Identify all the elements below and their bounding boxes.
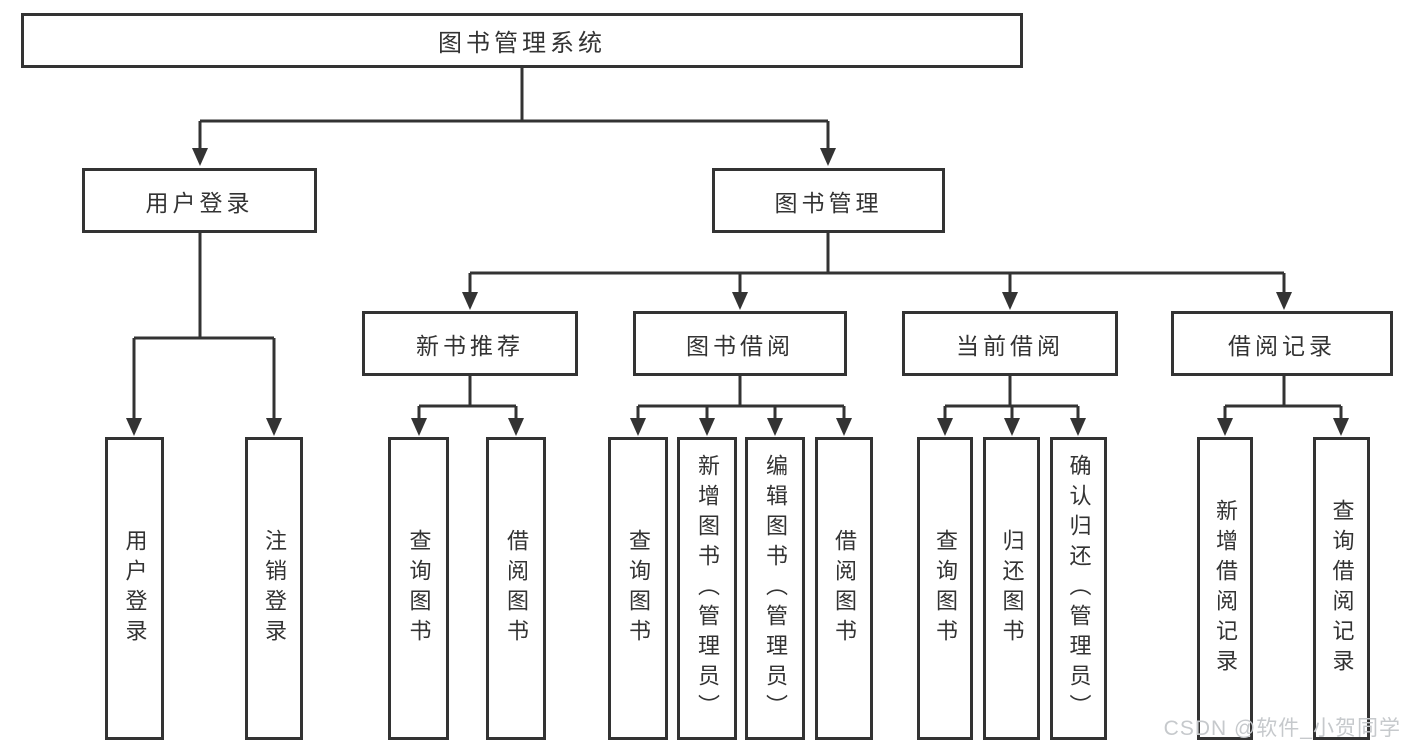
leaf-records-add-record: 新增借阅记录 (1197, 437, 1253, 740)
arrowhead (1070, 418, 1086, 436)
node-root: 图书管理系统 (21, 13, 1023, 68)
leaf-logout: 注销登录 (245, 437, 303, 740)
leaf-borrow-add-books-admin: 新增图书（管理员） (677, 437, 737, 740)
arrowheads (126, 148, 1349, 436)
leaf-current-return-books: 归还图书 (983, 437, 1040, 740)
arrowhead (820, 148, 836, 166)
arrowhead (767, 418, 783, 436)
arrowhead (937, 418, 953, 436)
arrowhead (1002, 292, 1018, 310)
arrowhead (630, 418, 646, 436)
node-user-login-group: 用户登录 (82, 168, 317, 233)
arrowhead (192, 148, 208, 166)
node-new-book-recommend: 新书推荐 (362, 311, 578, 376)
arrowhead (462, 292, 478, 310)
leaf-current-confirm-return-admin: 确认归还（管理员） (1050, 437, 1107, 740)
arrowhead (836, 418, 852, 436)
leaf-user-login: 用户登录 (105, 437, 164, 740)
leaf-newbook-borrow-books: 借阅图书 (486, 437, 546, 740)
arrowhead (1276, 292, 1292, 310)
node-book-borrowing: 图书借阅 (633, 311, 847, 376)
leaf-borrow-edit-books-admin: 编辑图书（管理员） (745, 437, 805, 740)
node-book-management: 图书管理 (712, 168, 945, 233)
node-borrowing-records: 借阅记录 (1171, 311, 1393, 376)
arrowhead (1333, 418, 1349, 436)
leaf-borrow-borrow-books: 借阅图书 (815, 437, 873, 740)
node-current-borrowing: 当前借阅 (902, 311, 1118, 376)
arrowhead (732, 292, 748, 310)
watermark: CSDN @软件_小贺同学 (1163, 717, 1401, 740)
leaf-current-query-books: 查询图书 (917, 437, 973, 740)
arrowhead (699, 418, 715, 436)
arrowhead (126, 418, 142, 436)
leaf-newbook-query-books: 查询图书 (388, 437, 449, 740)
arrowhead (266, 418, 282, 436)
arrowhead (508, 418, 524, 436)
arrowhead (411, 418, 427, 436)
leaf-borrow-query-books: 查询图书 (608, 437, 668, 740)
arrowhead (1004, 418, 1020, 436)
leaf-records-query-record: 查询借阅记录 (1313, 437, 1370, 740)
arrowhead (1217, 418, 1233, 436)
connector-path (132, 68, 1343, 420)
